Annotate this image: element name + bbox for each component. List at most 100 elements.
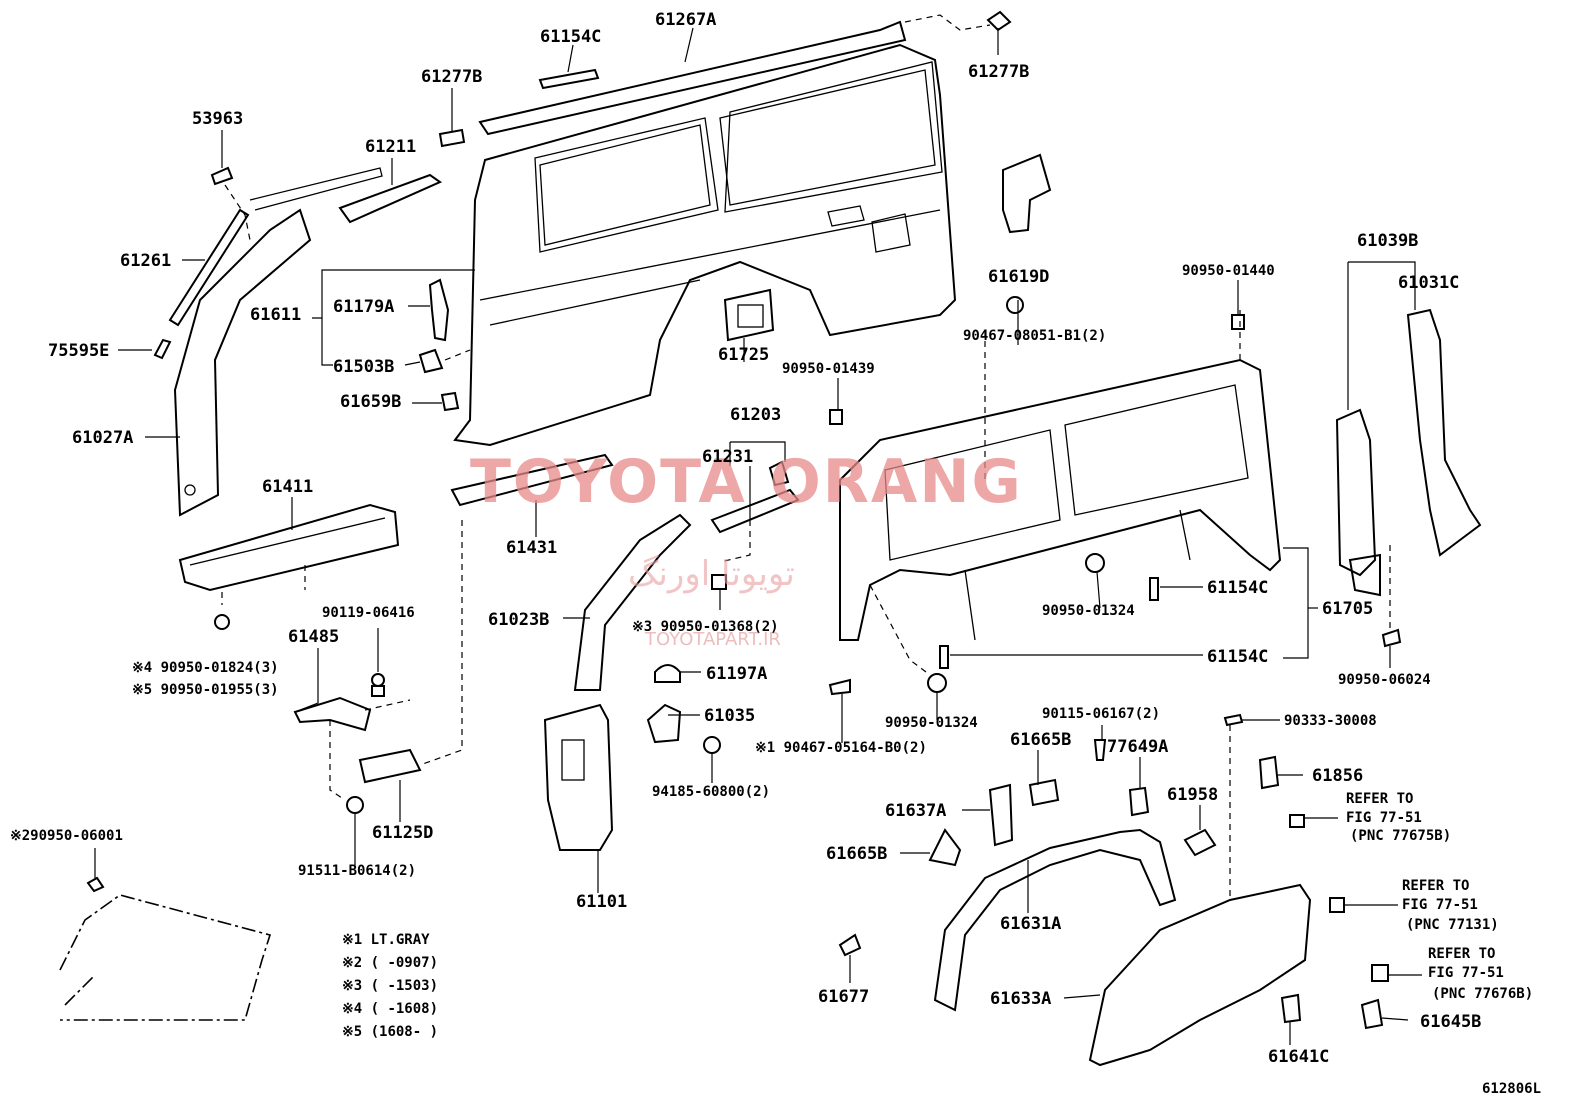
label-61261: 61261 [120, 251, 171, 271]
ref-3-line1: REFER TO [1428, 946, 1495, 962]
bracket-77649A [1128, 786, 1150, 817]
retainer-61154C-a [1149, 577, 1159, 601]
ref-2-line2: FIG 77-51 [1402, 897, 1478, 913]
label-61645B: 61645B [1420, 1012, 1481, 1032]
label-61631A: 61631A [1000, 914, 1061, 934]
label-61211: 61211 [365, 137, 416, 157]
bolt-90115-06167 [1093, 739, 1107, 761]
clip-90950-01368 [711, 520, 751, 590]
label-61154C: 61154C [540, 27, 601, 47]
clip-90950-01440 [1231, 314, 1245, 330]
weatherstrip-61211 [249, 167, 443, 224]
ref-2-line1: REFER TO [1402, 878, 1469, 894]
watermark-brand: TOYOTA ORANG [470, 447, 1023, 517]
label-61637A: 61637A [885, 801, 946, 821]
bolt-90467-08051 [1006, 296, 1024, 314]
ref-3-line3: (PNC 77676B) [1432, 986, 1533, 1002]
label-61665B: 61665B [1010, 730, 1071, 750]
pillar-61027A [173, 208, 312, 517]
watermark-site: TOYOTAPART.IR [644, 629, 781, 650]
bolt-91511-B0614 [346, 796, 364, 814]
bracket-61485 [293, 696, 411, 801]
bracket-61958 [1183, 828, 1217, 857]
label-90333-30008: 90333-30008 [1284, 713, 1377, 729]
label-61856: 61856 [1312, 766, 1363, 786]
label-61197A: 61197A [706, 664, 767, 684]
clip-61659B [440, 391, 460, 412]
ref-2-line3: (PNC 77131) [1406, 917, 1499, 933]
window-glass-outline [59, 876, 272, 1021]
label-61101: 61101 [576, 892, 627, 912]
note-5: ※5 (1608- ) [342, 1024, 438, 1040]
label-77649A: 77649A [1107, 737, 1168, 757]
reference-notes: REFER TO FIG 77-51 (PNC 77675B) REFER TO… [1346, 791, 1533, 1002]
cap-61197A [654, 664, 681, 683]
clip-90950-06024 [1381, 545, 1402, 648]
label-61705: 61705 [1322, 599, 1373, 619]
label-61633A: 61633A [990, 989, 1051, 1009]
bracket-61856 [1258, 755, 1280, 790]
retainer-61154C-top [538, 68, 600, 90]
label-61154C: 61154C [1207, 647, 1268, 667]
pillar-61031C [1406, 308, 1482, 557]
part-labels: 61267A 61154C 61277B 61277B 53963 61211 … [10, 10, 1481, 1067]
label-61231: 61231 [702, 447, 753, 467]
filler-cap-61725 [723, 288, 775, 342]
ref-3-line2: FIG 77-51 [1428, 965, 1504, 981]
label-61958: 61958 [1167, 785, 1218, 805]
label-61665B: 61665B [826, 844, 887, 864]
clip-61277B-right [904, 10, 1012, 32]
clip-61277B-left [438, 128, 466, 148]
bracket-61231 [710, 460, 800, 534]
label-61619D: 61619D [988, 267, 1049, 287]
plug-90950-01324-a [1085, 553, 1105, 573]
label-90119-06416: 90119-06416 [322, 605, 415, 621]
label-94185-60800: 94185-60800(2) [652, 784, 770, 800]
label-61503B: 61503B [333, 357, 394, 377]
inner-panel-61705 [839, 310, 1282, 641]
label-61611: 61611 [250, 305, 301, 325]
bracket-61645B [1360, 998, 1384, 1030]
roof-rail-61267A [478, 20, 907, 136]
bracket-61641C [1280, 993, 1302, 1024]
watermark-arabic: تويوتا اورنگ [628, 554, 795, 594]
label-61035: 61035 [704, 706, 755, 726]
legend-notes: ※1 LT.GRAY ※2 ( -0907) ※3 ( -1503) ※4 ( … [342, 932, 438, 1040]
bracket-61035 [646, 703, 682, 744]
bracket-61677 [838, 933, 862, 957]
sill-61431 [419, 453, 614, 766]
label-61641C: 61641C [1268, 1047, 1329, 1067]
bolt-90119-06416 [371, 673, 385, 697]
bracket-61179A [428, 278, 450, 342]
clip-75595E [153, 338, 172, 360]
label-61267A: 61267A [655, 10, 716, 30]
note-4: ※4 ( -1608) [342, 1001, 438, 1017]
watermark: TOYOTA ORANG تويوتا اورنگ TOYOTAPART.IR [470, 447, 1023, 650]
pillar-61023B [573, 513, 692, 691]
label-61659B: 61659B [340, 392, 401, 412]
note-3: ※3 ( -1503) [342, 978, 438, 994]
pillar-moulding-61261 [168, 208, 250, 327]
label-61485: 61485 [288, 627, 339, 647]
label-61027A: 61027A [72, 428, 133, 448]
label-90950-01955: ※5 90950-01955(3) [132, 682, 279, 698]
retainer-61154C-b [939, 645, 949, 669]
label-61277B: 61277B [968, 62, 1029, 82]
label-90467-05164: ※1 90467-05164-B0(2) [755, 740, 927, 756]
clip-90950-01439 [829, 409, 843, 425]
label-61431: 61431 [506, 538, 557, 558]
label-90115-06167: 90115-06167(2) [1042, 706, 1160, 722]
label-75595E: 75595E [48, 341, 109, 361]
bracket-61665B-a [1028, 778, 1060, 807]
ref-1-line3: (PNC 77675B) [1350, 828, 1451, 844]
label-61125D: 61125D [372, 823, 433, 843]
label-61154C: 61154C [1207, 578, 1268, 598]
label-61031C: 61031C [1398, 273, 1459, 293]
label-90950-01824: ※4 90950-01824(3) [132, 660, 279, 676]
clip-61411 [214, 614, 230, 630]
label-90950-01324: 90950-01324 [885, 715, 978, 731]
label-61203: 61203 [730, 405, 781, 425]
wheelhouse-61633A [1088, 725, 1312, 1067]
